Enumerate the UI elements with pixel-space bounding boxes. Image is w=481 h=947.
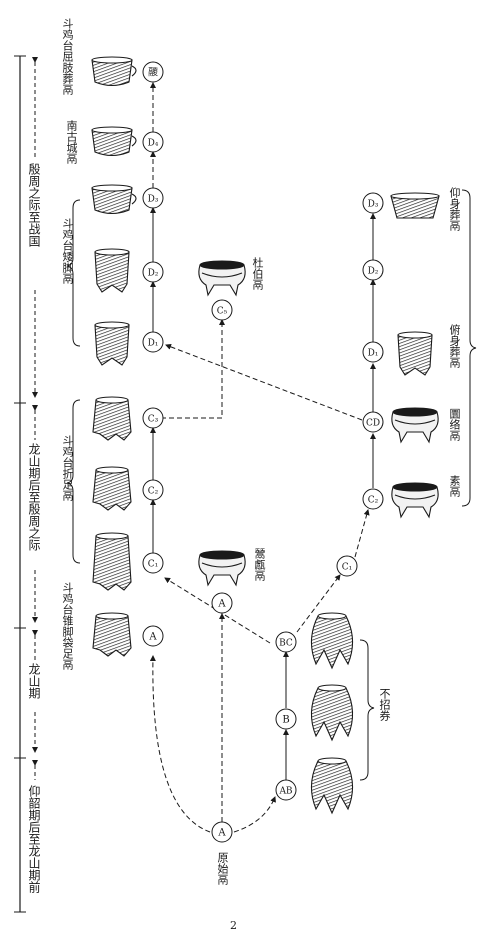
svg-text:B: B — [282, 715, 289, 726]
node-d1: D₁ — [142, 331, 164, 353]
label-doujitai-zhuijiao: 斗鸡台锥脚袋足鬲 — [61, 582, 74, 670]
label-doujitai-zhezu: 斗鸡台折足鬲 — [61, 435, 74, 501]
svg-text:D₂: D₂ — [148, 269, 159, 279]
vessel-su — [391, 482, 439, 519]
label-duboli: 杜伯鬲 — [251, 257, 264, 290]
node-rc2: C₂ — [362, 488, 384, 510]
period-label-warring-states: 殷周之际至战国 — [27, 163, 41, 247]
svg-text:鬷: 鬷 — [148, 67, 158, 79]
label-yuanshi: 原始鬲 — [216, 852, 229, 885]
label-wenyanli: 鬵甗鬲 — [253, 548, 266, 581]
label-yangshen: 仰身葬鬲 — [448, 187, 461, 231]
vessel-zhezu-1 — [92, 396, 132, 441]
node-rd1: D₁ — [362, 341, 384, 363]
svg-text:CD: CD — [366, 419, 380, 429]
vessel-guanluo — [391, 407, 439, 444]
node-rc1: C₁ — [336, 555, 358, 577]
node-a-mid: A — [211, 592, 233, 614]
node-b: B — [275, 708, 297, 730]
node-c1: C₁ — [142, 552, 164, 574]
svg-text:C₅: C₅ — [217, 307, 228, 317]
vessel-quzhi — [91, 56, 137, 87]
node-rd2: D₂ — [362, 259, 384, 281]
svg-text:A: A — [217, 599, 226, 610]
label-su: 素鬲 — [448, 475, 461, 497]
svg-text:A: A — [148, 632, 157, 643]
svg-text:C₁: C₁ — [148, 560, 159, 570]
period-label-longshan-to-yinzhou: 龙山期后至殷周之际 — [27, 443, 41, 551]
label-doujitai-quzhi: 斗鸡台屈肢葬鬲 — [61, 18, 74, 95]
vessel-zhezu-3 — [92, 532, 132, 591]
label-bu-zhaoquan: 不招券 — [378, 688, 391, 721]
node-c2: C₂ — [142, 479, 164, 501]
vessel-bu-3 — [310, 757, 354, 815]
lineage-edges — [149, 82, 376, 833]
node-rd3: D₃ — [362, 192, 384, 214]
period-label-yangshao-to-longshan: 仰韶期后至龙山期前 — [27, 785, 41, 893]
vessel-fushen — [397, 331, 433, 376]
svg-text:C₁: C₁ — [342, 563, 353, 573]
svg-text:BC: BC — [279, 639, 293, 649]
node-a-root: A — [211, 821, 233, 843]
svg-text:D₁: D₁ — [368, 349, 379, 359]
vessel-zhezu-2 — [92, 466, 132, 511]
lineage-nodes: 鬷 D₄ D₃ D₂ D₁ C₃ C₂ C₁ A C₅ A A BC B AB C₁ C₂ CD D₁ D₂ D₃ — [142, 61, 384, 843]
vessel-bu-1 — [310, 612, 354, 670]
svg-text:C₂: C₂ — [368, 496, 379, 506]
label-fushen: 俯身葬鬲 — [448, 324, 461, 368]
vessel-aijiao-1 — [91, 184, 137, 215]
vessel-aijiao-3 — [94, 321, 130, 366]
vessel-yangshen — [390, 192, 440, 219]
vessel-illustrations — [91, 56, 440, 815]
svg-text:D₄: D₄ — [148, 139, 159, 149]
vessel-zhuijiao — [92, 612, 132, 657]
page-number: 2 — [230, 919, 237, 932]
svg-text:AB: AB — [278, 787, 292, 797]
svg-text:D₁: D₁ — [148, 339, 159, 349]
svg-text:D₂: D₂ — [368, 267, 379, 277]
vessel-nangucheng — [91, 126, 137, 157]
label-guanluo: 圜络鬲 — [448, 408, 461, 441]
vessel-duboli — [198, 260, 246, 297]
svg-text:C₃: C₃ — [148, 415, 159, 425]
svg-text:A: A — [217, 828, 226, 839]
svg-text:D₃: D₃ — [148, 195, 159, 205]
braces — [66, 189, 477, 781]
node-d3: D₃ — [142, 187, 164, 209]
node-d4: D₄ — [142, 131, 164, 153]
node-d2: D₂ — [142, 261, 164, 283]
node-bc: BC — [275, 631, 297, 653]
label-nangucheng: 南古城鬲 — [65, 120, 78, 164]
node-c5: C₅ — [211, 299, 233, 321]
period-label-longshan: 龙山期 — [27, 663, 41, 699]
node-a-left: A — [142, 625, 164, 647]
node-c3: C₃ — [142, 407, 164, 429]
node-cd: CD — [362, 411, 384, 433]
node-top: 鬷 — [142, 61, 164, 83]
period-axis — [14, 55, 38, 913]
node-ab: AB — [275, 779, 297, 801]
vessel-wenyanli — [198, 550, 246, 587]
vessel-bu-2 — [310, 684, 354, 742]
vessel-aijiao-2 — [94, 248, 130, 293]
svg-text:D₃: D₃ — [368, 200, 379, 210]
svg-text:C₂: C₂ — [148, 487, 159, 497]
label-doujitai-aijiao: 斗鸡台矮脚鬲 — [61, 218, 74, 284]
